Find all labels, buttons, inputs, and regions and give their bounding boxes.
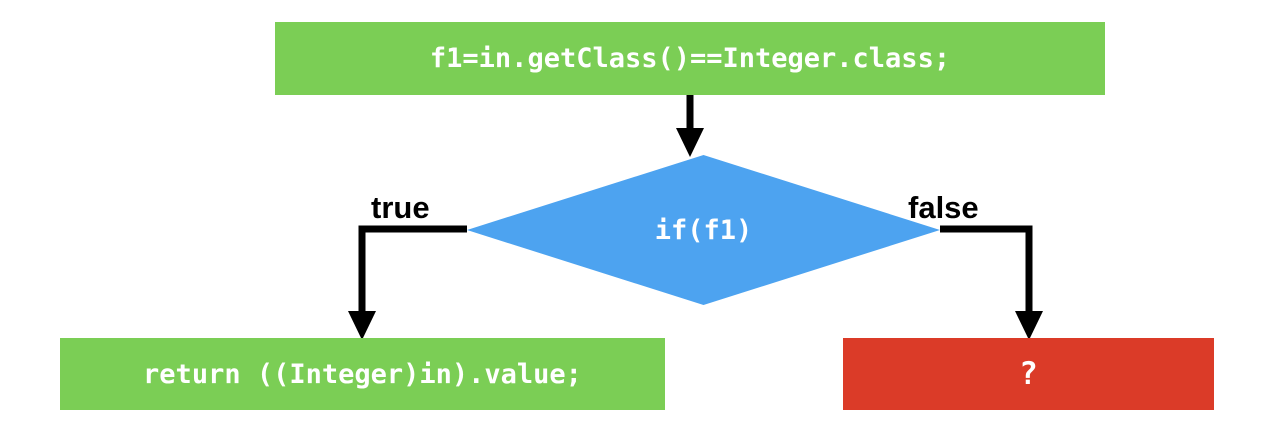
decision-node-if: if(f1) — [467, 155, 940, 305]
process-node-unknown: ? — [843, 338, 1214, 410]
edge-decision-to-unknown — [940, 225, 1043, 340]
process-node-assign-label: f1=in.getClass()==Integer.class; — [429, 43, 951, 74]
edge-line-decision-unknown — [940, 225, 1033, 320]
arrowhead-decision-unknown — [1015, 311, 1043, 340]
edge-decision-to-return — [348, 225, 467, 340]
edge-assign-to-decision — [676, 95, 704, 157]
edge-label-true: true — [371, 190, 430, 225]
process-node-assign: f1=in.getClass()==Integer.class; — [275, 22, 1105, 95]
decision-node-if-label: if(f1) — [654, 214, 753, 246]
process-node-unknown-label: ? — [1019, 356, 1038, 392]
process-node-return-label: return ((Integer)in).value; — [143, 358, 582, 390]
edge-line-decision-return — [358, 225, 467, 320]
edge-label-false: false — [908, 190, 979, 225]
process-node-return: return ((Integer)in).value; — [60, 338, 665, 410]
arrowhead-assign-decision — [676, 128, 704, 157]
arrowhead-decision-return — [348, 311, 376, 340]
